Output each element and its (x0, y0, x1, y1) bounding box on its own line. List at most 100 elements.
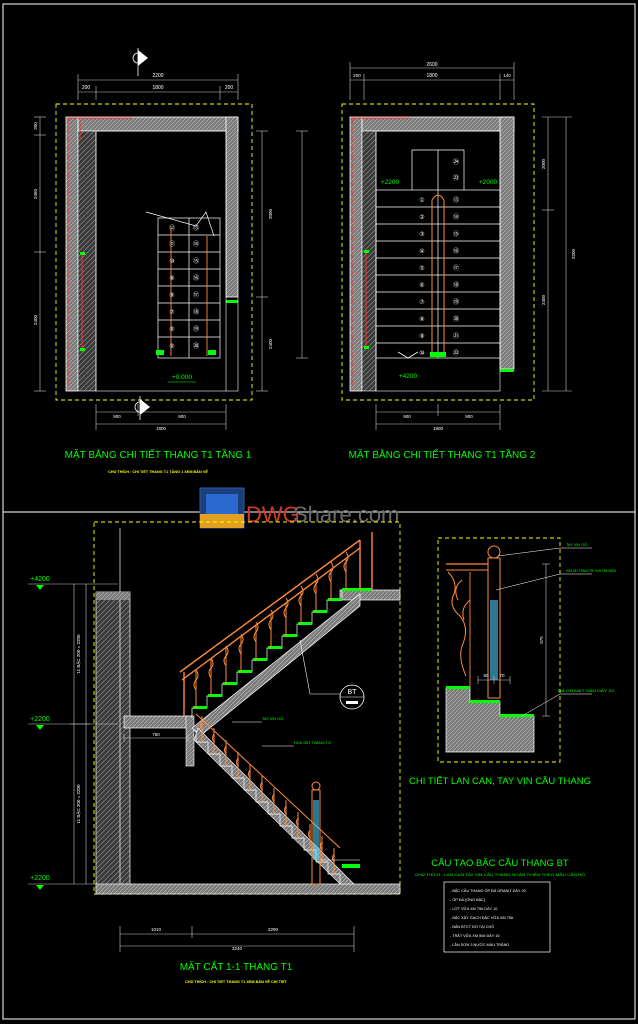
svg-text:300: 300 (33, 122, 38, 130)
svg-text:㉒: ㉒ (453, 349, 459, 357)
svg-text:140: 140 (503, 73, 511, 78)
svg-text:750: 750 (152, 732, 160, 737)
svg-text:⑩: ⑩ (419, 350, 424, 357)
svg-text:2400: 2400 (33, 314, 38, 325)
svg-text:⑭: ⑭ (193, 240, 199, 248)
svg-text:㉓: ㉓ (453, 174, 459, 182)
svg-text:1010: 1010 (151, 927, 162, 932)
svg-text:⑰: ⑰ (193, 291, 199, 299)
svg-text:⑮: ⑮ (453, 230, 459, 238)
plan1-note: CHÚ THÍCH : CHI TIẾT THANG T1 TẦNG 1 XEM… (108, 469, 208, 474)
svg-text:⑧: ⑧ (169, 292, 174, 299)
svg-text:HOA SẮT THANG TỜ: HOA SẮT THANG TỜ (294, 740, 332, 745)
plan1-level: +0.000 (172, 374, 192, 381)
svg-text:3240: 3240 (232, 946, 243, 951)
svg-text:⑯: ⑯ (453, 247, 459, 255)
svg-text:1800: 1800 (156, 426, 167, 431)
plan2-frame (341, 103, 535, 401)
svg-text:1800: 1800 (433, 426, 444, 431)
svg-text:2000: 2000 (268, 208, 273, 219)
legend-item: - BẢN BTCT ĐỔ TẠI CHỖ (450, 924, 494, 929)
watermark-rest: Share.com (293, 502, 399, 527)
plan2-level-bottom: +4200 (399, 373, 418, 380)
legend-item: - LỚT VỮA XM 75# DÀY 10 (450, 906, 497, 911)
svg-text:2600: 2600 (426, 62, 437, 68)
svg-text:⑤: ⑤ (419, 265, 424, 272)
svg-text:200: 200 (353, 73, 361, 78)
svg-text:70: 70 (499, 673, 505, 678)
svg-text:BT: BT (348, 689, 358, 696)
svg-text:2460: 2460 (33, 188, 38, 199)
svg-text:⑦: ⑦ (169, 309, 174, 316)
svg-text:⑬: ⑬ (193, 224, 199, 232)
svg-text:2400: 2400 (268, 338, 273, 349)
plan2-level-left: +2200 (381, 179, 400, 186)
svg-text:⑥: ⑥ (419, 282, 424, 289)
svg-text:900: 900 (403, 414, 411, 419)
legend-item: - ỐP ĐÁ (ỐNG BẬC) (450, 897, 486, 902)
svg-text:HOA SẮT TRANG TRÍ SƠN TĨNH ĐIỆ: HOA SẮT TRANG TRÍ SƠN TĨNH ĐIỆN (566, 568, 616, 573)
svg-text:④: ④ (419, 248, 424, 255)
plan2-level-right: +2000 (479, 179, 498, 186)
svg-text:900: 900 (465, 414, 473, 419)
svg-text:⑲: ⑲ (193, 325, 199, 333)
svg-text:⑬: ⑬ (453, 196, 459, 204)
svg-text:⑲: ⑲ (453, 298, 459, 306)
svg-text:⑱: ⑱ (193, 308, 199, 316)
plan-2: 2600 200 1800 140 (296, 62, 576, 461)
svg-text:+4200: +4200 (30, 576, 50, 583)
svg-text:②: ② (419, 214, 424, 221)
legend-item: - LĂN SƠN 3 NƯỚC MÀU TRẮNG (450, 942, 509, 947)
upper-balusters (193, 551, 349, 708)
legend: CẤU TẠO BẬC CẦU THANG BT CHÚ THÍCH : LAN… (415, 858, 585, 953)
plan-1: 2200 200 1800 200 (33, 48, 273, 474)
plan1-title: MẶT BẰNG CHI TIẾT THANG T1 TẦNG 1 (65, 448, 252, 461)
svg-text:⑥: ⑥ (169, 326, 174, 333)
svg-text:③: ③ (419, 231, 424, 238)
plan1-stair (145, 211, 221, 359)
section-title: MẶT CẮT 1-1 THANG T1 (180, 960, 293, 973)
plan1-dim-c: 200 (225, 85, 234, 91)
svg-text:⑰: ⑰ (453, 264, 459, 272)
plan1-dim-total: 2200 (152, 73, 163, 79)
plan2-stair (375, 149, 501, 359)
svg-text:+2200: +2200 (30, 716, 50, 723)
svg-text:⑧: ⑧ (419, 316, 424, 323)
svg-text:TAY VỊN GỖ: TAY VỊN GỖ (262, 716, 283, 721)
svg-text:⑱: ⑱ (453, 281, 459, 289)
svg-text:+2200: +2200 (30, 875, 50, 882)
section-note: CHÚ THÍCH : CHI TIẾT THANG T1 XEM BẢN VẼ… (185, 979, 287, 984)
legend-note: CHÚ THÍCH : LAN CAN TAY VỊN CẦU THANG HO… (415, 872, 585, 877)
svg-text:⑨: ⑨ (169, 275, 174, 282)
svg-text:2290: 2290 (268, 927, 279, 932)
watermark-brand: DWG (246, 502, 300, 527)
plan1-step-numbers: ⑫ ⑪ ⑩ ⑨ ⑧ ⑦ ⑥ ⑤ ⑬ ⑭ ⑮ ⑯ ⑰ ⑱ ⑲ ⑳ (169, 224, 199, 350)
plan2-step-numbers: ① ② ③ ④ ⑤ ⑥ ⑦ ⑧ ⑨ ⑩ ⑬ ⑭ ⑮ ⑯ ⑰ ⑱ ⑲ ⑳ ㉑ ㉒ … (419, 158, 459, 357)
svg-text:⑮: ⑮ (193, 257, 199, 265)
section-levels: +4200 +2200 +2200 (28, 576, 118, 890)
svg-text:900: 900 (113, 414, 121, 419)
svg-text:975: 975 (539, 636, 544, 644)
svg-text:⑳: ⑳ (453, 315, 459, 323)
legend-box (443, 881, 551, 953)
svg-text:⑯: ⑯ (193, 274, 199, 282)
svg-text:①: ① (419, 197, 424, 204)
legend-item: - BẬC CẦU THANG ỐP ĐÁ GRANIT DÀY 20 (450, 888, 526, 893)
svg-text:⑭: ⑭ (453, 213, 459, 221)
svg-text:2000: 2000 (541, 158, 546, 169)
plan1-frame (55, 103, 253, 401)
svg-text:⑨: ⑨ (419, 333, 424, 340)
svg-text:⑳: ⑳ (193, 342, 199, 350)
plan1-dim-b: 1800 (152, 85, 163, 91)
legend-item: - BẬC XÂY GẠCH ĐẶC VỮA XM 75# (450, 915, 514, 920)
svg-text:1800: 1800 (426, 73, 437, 79)
section-1-1: 750 BT TAY VỊN GỖ HOA SẮT THANG TỜ +4200… (28, 521, 401, 984)
svg-text:⑪: ⑪ (169, 240, 175, 248)
svg-text:11 BẬC 200 = 2200: 11 BẬC 200 = 2200 (75, 634, 81, 674)
svg-text:⑤: ⑤ (169, 343, 174, 350)
svg-text:㉑: ㉑ (453, 332, 459, 340)
svg-text:TAY VỊN GỖ: TAY VỊN GỖ (566, 542, 587, 547)
watermark: DWG Share.com (199, 487, 399, 529)
svg-text:⑩: ⑩ (169, 258, 174, 265)
